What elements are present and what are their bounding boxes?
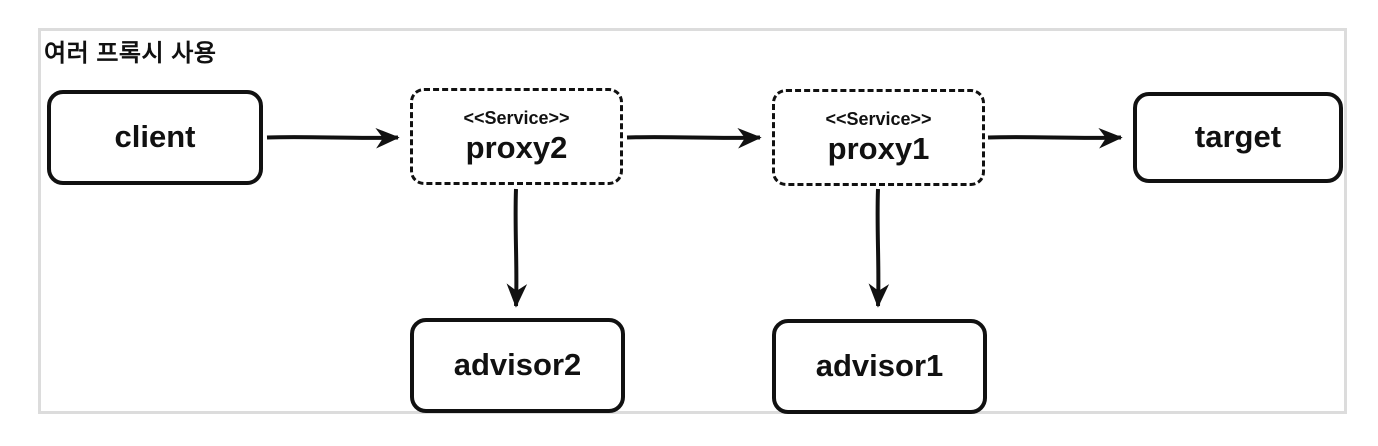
node-proxy1-stereotype: <<Service>> [825,109,932,130]
diagram-title: 여러 프록시 사용 [44,40,217,67]
node-proxy1-label: proxy1 [827,130,930,166]
node-client: client [47,90,263,185]
node-advisor2-label: advisor2 [453,347,582,383]
node-proxy1: <<Service>> proxy1 [772,89,985,186]
node-target: target [1133,92,1343,183]
node-proxy2-stereotype: <<Service>> [463,108,570,129]
diagram-frame [38,28,1347,414]
node-target-label: target [1194,119,1282,155]
node-proxy2-label: proxy2 [465,129,568,165]
node-client-label: client [114,119,196,155]
node-advisor2: advisor2 [410,318,625,413]
node-advisor1-label: advisor1 [815,348,944,384]
node-proxy2: <<Service>> proxy2 [410,88,623,185]
node-advisor1: advisor1 [772,319,987,414]
